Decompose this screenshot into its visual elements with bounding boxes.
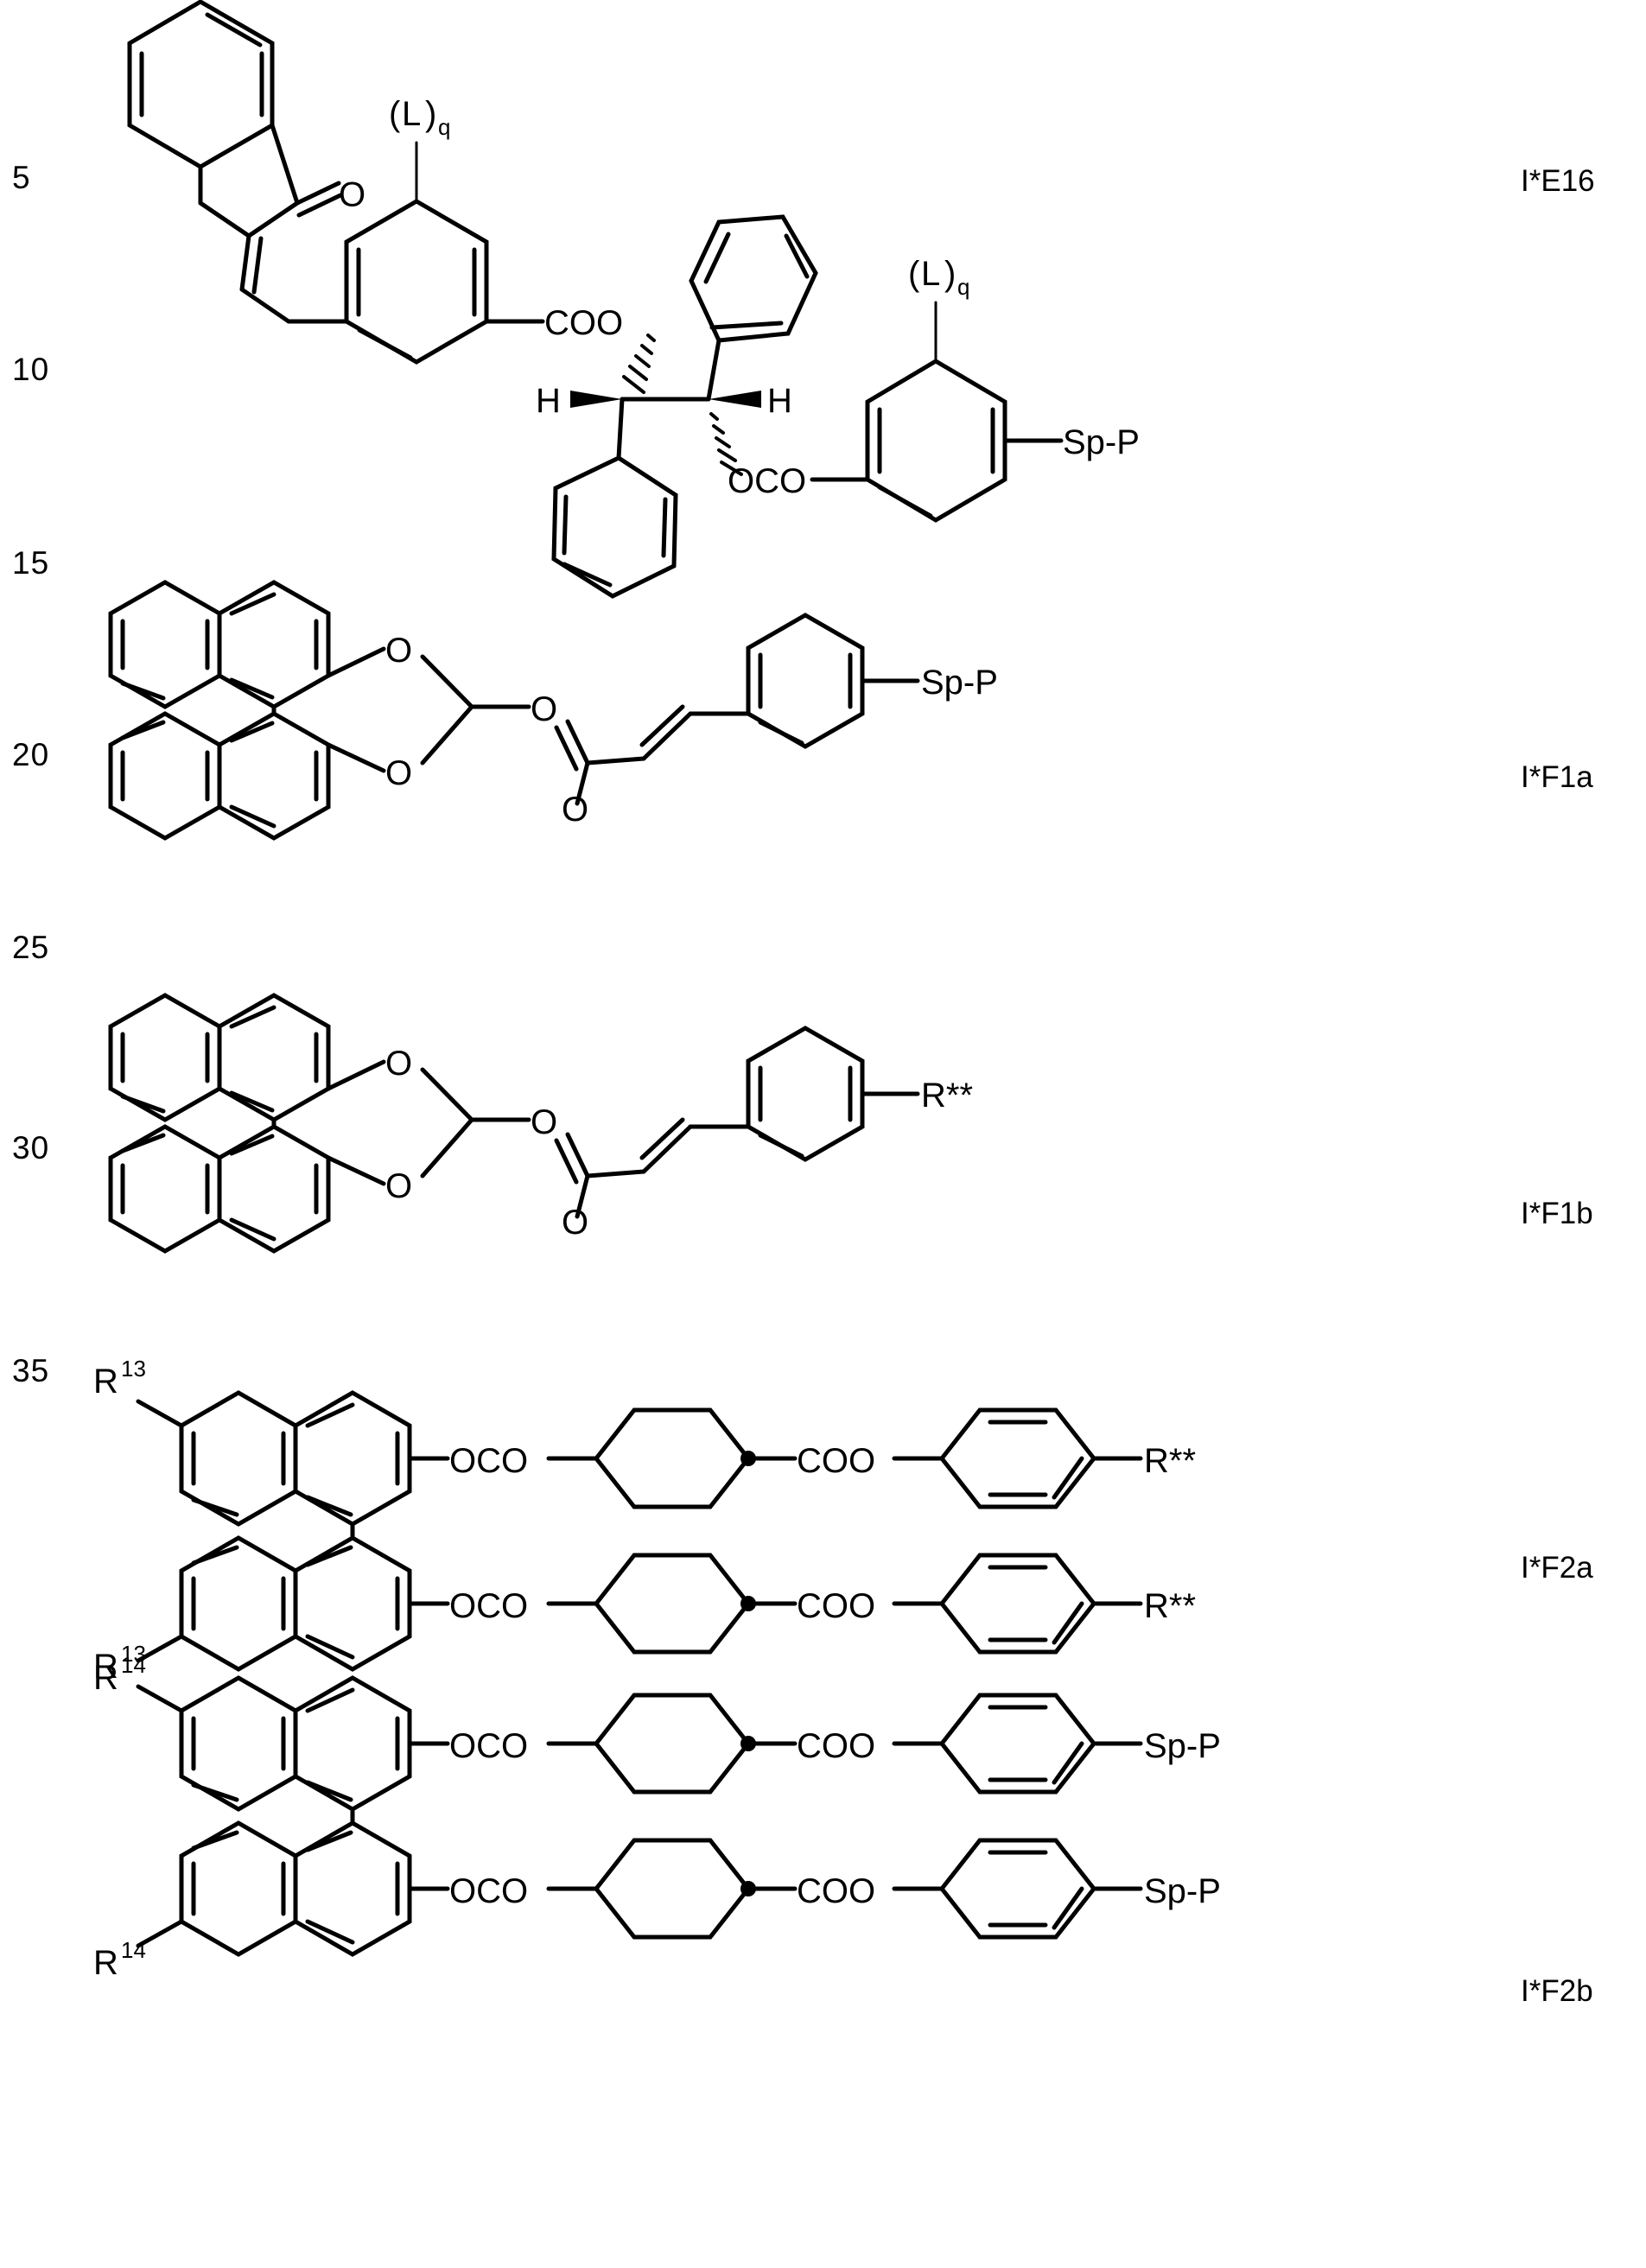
r13-letter-b: R <box>93 1648 118 1686</box>
atom-label-COO-upper-a: COO <box>797 1442 875 1480</box>
formula-label-IE16: I*E16 <box>1521 164 1595 198</box>
line-number-20: 20 <box>12 737 50 772</box>
substituent-R14-a: R 14 <box>93 1652 146 1697</box>
formula-label-IF1a: I*F1a <box>1521 760 1593 794</box>
chemical-structure-IF1b: O O O O R** <box>102 966 1312 1254</box>
atom-label-COO-lower-b: COO <box>797 1872 875 1910</box>
atom-label-O-dioxepine-bottom-2: O <box>385 1167 412 1205</box>
substituent-R13-b: R 13 <box>93 1641 146 1686</box>
chemical-structure-IE16: O ( L ) q COO H H OCO ( L ) q Sp-P <box>104 0 1313 599</box>
r14-letter-a: R <box>93 1659 118 1697</box>
r14-letter-b: R <box>93 1944 118 1982</box>
lq2-open-paren: ( <box>908 255 920 293</box>
r13-superscript-a: 13 <box>121 1356 146 1382</box>
formula-label-IF1b: I*F1b <box>1521 1197 1593 1230</box>
line-number-10: 10 <box>12 352 50 387</box>
atom-label-OCO-lower-a: OCO <box>449 1587 528 1625</box>
lq-close-paren: ) <box>425 95 436 133</box>
lq2-subscript: q <box>957 274 969 300</box>
atom-label-OCO-ester2: OCO <box>728 462 806 500</box>
atom-label-COO-upper-b: COO <box>797 1727 875 1765</box>
chemical-structure-IF2b: R 13 R 14 OCO COO Sp-P OCO COO Sp-P <box>93 1633 1322 1982</box>
atom-label-O-carbonyl-1: O <box>562 791 588 829</box>
lq2-letter: L <box>921 255 940 293</box>
atom-label-O-dioxepine-top-1: O <box>385 632 412 670</box>
substituent-R13-a: R 13 <box>93 1356 146 1401</box>
chemical-structure-IF2a: R 13 R 14 OCO COO R** OCO COO R** <box>93 1348 1322 1697</box>
formula-label-IF2b: I*F2b <box>1521 1974 1593 2008</box>
atom-label-H-left: H <box>536 382 561 420</box>
atom-label-O-dioxepine-top-2: O <box>385 1045 412 1083</box>
atom-label-OCO-lower-b: OCO <box>449 1872 528 1910</box>
atom-label-COO-ester1: COO <box>544 304 623 342</box>
atom-label-oxygen-ketone: O <box>339 176 365 214</box>
lq-subscript: q <box>438 114 450 140</box>
atom-label-H-right: H <box>767 382 792 420</box>
terminus-label-SpP-upper-b: Sp-P <box>1144 1727 1221 1765</box>
chemical-structure-IF1a: O O O O Sp-P <box>102 553 1312 841</box>
atom-label-OCO-upper-a: OCO <box>449 1442 528 1480</box>
r13-letter-a: R <box>93 1363 118 1401</box>
substituent-R14-b: R 14 <box>93 1937 146 1982</box>
substituent-Lq-ring-a: ( L ) q <box>389 95 450 140</box>
atom-label-O-ester-1: O <box>531 690 557 728</box>
lq2-close-paren: ) <box>944 255 956 293</box>
terminus-label-Rstarstar-lower-a: R** <box>1144 1587 1196 1625</box>
atom-label-O-ester-2: O <box>531 1103 557 1141</box>
line-number-5: 5 <box>12 160 31 195</box>
terminus-label-Rstarstar-upper-a: R** <box>1144 1442 1196 1480</box>
line-number-30: 30 <box>12 1130 50 1166</box>
r14-superscript-a: 14 <box>121 1652 146 1678</box>
line-number-15: 15 <box>12 545 50 581</box>
lq-open-paren: ( <box>389 95 401 133</box>
atom-label-O-carbonyl-2: O <box>562 1204 588 1242</box>
terminus-label-Rstarstar-1: R** <box>921 1077 973 1115</box>
line-number-35: 35 <box>12 1353 50 1388</box>
terminus-label-SpP-1: Sp-P <box>1063 423 1140 461</box>
lq-letter: L <box>402 95 421 133</box>
terminus-label-SpP-2: Sp-P <box>921 664 998 702</box>
r13-superscript-b: 13 <box>121 1641 146 1667</box>
terminus-label-SpP-lower-b: Sp-P <box>1144 1872 1221 1910</box>
atom-label-O-dioxepine-bottom-1: O <box>385 754 412 792</box>
atom-label-OCO-upper-b: OCO <box>449 1727 528 1765</box>
atom-label-COO-lower-a: COO <box>797 1587 875 1625</box>
formula-label-IF2a: I*F2a <box>1521 1551 1593 1585</box>
r14-superscript-b: 14 <box>121 1937 146 1963</box>
substituent-Lq-ring-c: ( L ) q <box>908 255 969 300</box>
line-number-25: 25 <box>12 930 50 965</box>
